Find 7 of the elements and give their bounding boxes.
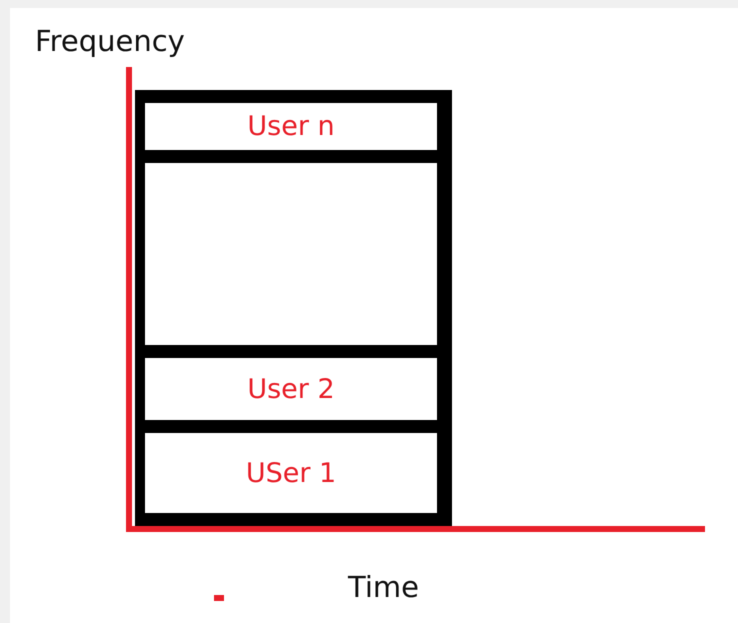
user-band: User n	[145, 103, 437, 150]
axis-label: Frequency	[35, 24, 185, 58]
frame-box	[135, 90, 452, 526]
axis-label: Time	[348, 570, 419, 604]
empty-band	[145, 163, 437, 345]
user-band: User 2	[145, 358, 437, 420]
user-band: USer 1	[145, 433, 437, 513]
